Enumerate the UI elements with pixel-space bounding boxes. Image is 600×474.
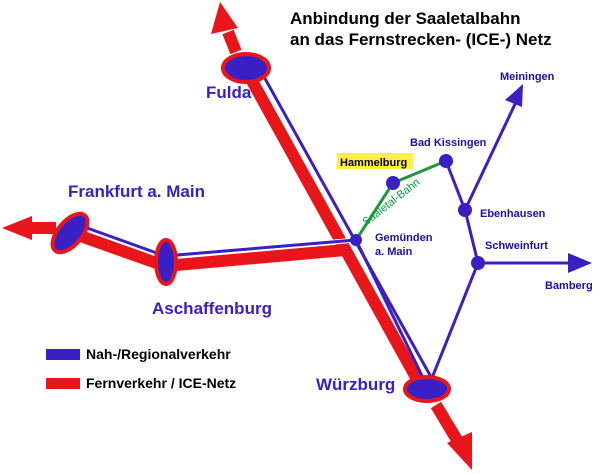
ice-line-frankfurt-aschaffenburg <box>69 227 168 272</box>
ice-line-fulda-wuerzburg <box>240 64 429 396</box>
ice-network <box>2 2 472 470</box>
label-wuerzburg: Würzburg <box>316 375 395 394</box>
regional-gap-fulda-wuerzburg <box>252 64 435 388</box>
hammelburg-node-icon <box>386 176 400 190</box>
label-hammelburg: Hammelburg <box>340 157 407 169</box>
wuerzburg-station-icon <box>403 375 451 403</box>
regional-line-schweinfurt-ebenhausen <box>463 209 480 264</box>
saale-line-hammelburg-badkissingen <box>392 159 447 185</box>
label-gemuenden-2: a. Main <box>375 246 413 258</box>
label-meiningen: Meiningen <box>500 71 555 83</box>
badkissingen-node-icon <box>439 154 453 168</box>
label-gemuenden-1: Gemünden <box>375 232 433 244</box>
regional-line-aschaffenburg-gemuenden <box>164 238 357 258</box>
label-frankfurt: Frankfurt a. Main <box>68 182 205 201</box>
fulda-station-icon <box>221 52 271 84</box>
regional-line-fulda-wuerzburg <box>256 65 438 387</box>
saaletal-line <box>354 159 447 241</box>
frankfurt-station-icon <box>50 211 90 255</box>
ice-arrow-north-icon <box>211 2 238 34</box>
label-bad-kissingen: Bad Kissingen <box>410 137 487 149</box>
title-line-2: an das Fernstrecken- (ICE-) Netz <box>290 30 552 49</box>
hammelburg-highlight <box>337 153 413 169</box>
schweinfurt-node-icon <box>471 256 485 270</box>
regional-line-frankfurt-aschaffenburg <box>75 222 166 258</box>
label-ebenhausen: Ebenhausen <box>480 208 546 220</box>
meiningen-arrow-icon <box>505 84 523 107</box>
regional-line-ebenhausen-meiningen <box>463 101 518 211</box>
ice-line-aschaffenburg-junction <box>164 244 346 272</box>
legend-longdistance-label: Fernverkehr / ICE-Netz <box>86 375 236 391</box>
legend: Nah-/Regionalverkehr Fernverkehr / ICE-N… <box>46 346 236 391</box>
regional-line-ebenhausen-badkissingen <box>444 160 467 211</box>
gemuenden-node-icon <box>350 234 362 246</box>
regional-line-gemuenden-wuerzburg <box>354 239 430 389</box>
label-aschaffenburg: Aschaffenburg <box>152 299 272 318</box>
ebenhausen-node-icon <box>458 203 472 217</box>
legend-regional-swatch <box>46 349 80 360</box>
regional-network <box>74 64 570 389</box>
legend-longdistance-swatch <box>46 378 80 389</box>
ice-arrow-west-icon <box>2 216 32 240</box>
label-fulda: Fulda <box>206 83 252 102</box>
regional-line-wuerzburg-schweinfurt <box>426 262 480 389</box>
label-schweinfurt: Schweinfurt <box>485 240 548 252</box>
bamberg-arrow-icon <box>568 253 592 273</box>
ice-arrow-south-shaft <box>430 401 466 449</box>
ice-arrow-south-icon <box>447 432 472 470</box>
label-bamberg: Bamberg <box>545 280 593 292</box>
legend-regional-label: Nah-/Regionalverkehr <box>86 346 231 362</box>
aschaffenburg-station-icon <box>154 238 178 286</box>
ice-arrow-north-shaft <box>222 29 242 55</box>
title-line-1: Anbindung der Saaletalbahn <box>290 9 520 28</box>
saale-line-gemuenden-hammelburg <box>354 182 395 241</box>
